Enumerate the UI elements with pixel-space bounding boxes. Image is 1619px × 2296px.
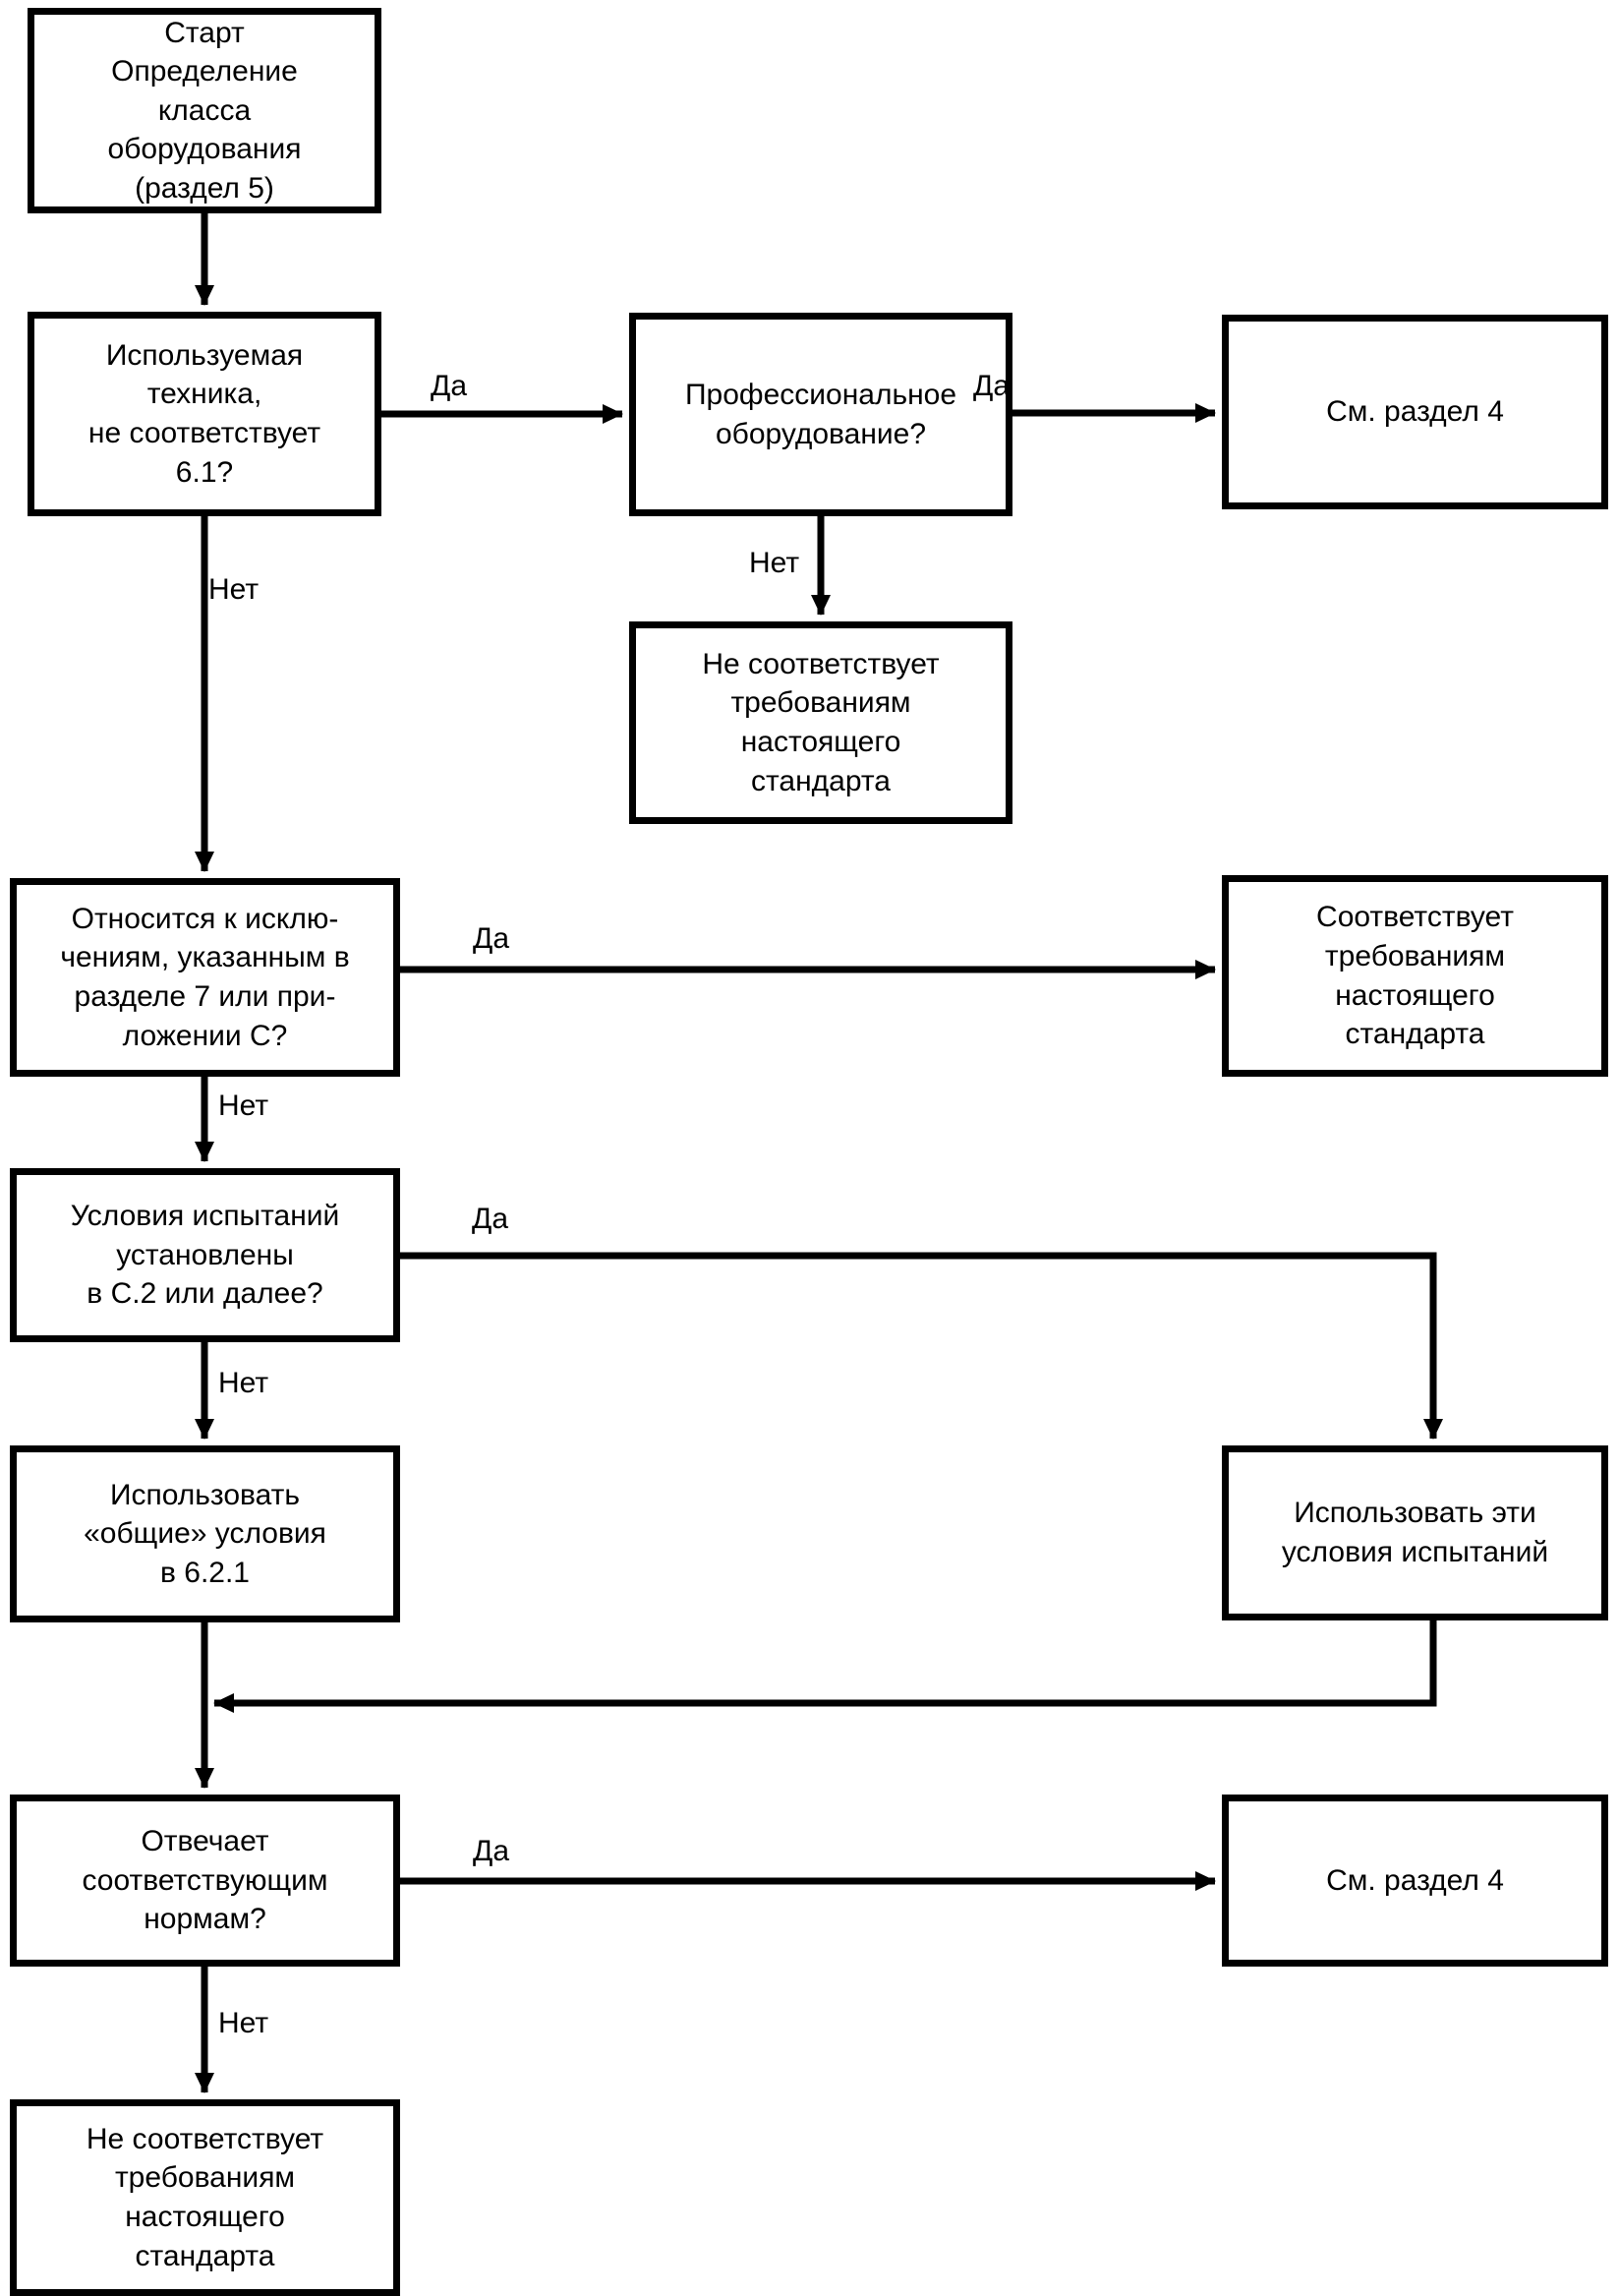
terminal-conform-right[interactable]: Соответствует требованиям настоящего ста… — [1222, 875, 1608, 1077]
edge-technique-yes-to-professional-label: Да — [431, 370, 468, 402]
decision-technique-not-conform-61[interactable]: Используемая техника, не соответствует 6… — [28, 312, 381, 516]
terminal-see-section-4-top[interactable]: См. раздел 4 — [1222, 315, 1608, 509]
start-node[interactable]: Старт Определение класса оборудования (р… — [28, 8, 381, 213]
terminal-not-conform-top[interactable]: Не соответствует требованиям настоящего … — [629, 621, 1012, 824]
edge-technique-no-to-exceptions-label: Нет — [208, 573, 260, 606]
edge-test-conditions-no-to-use-general-label: Нет — [218, 1367, 269, 1399]
edge-exceptions-yes-to-conform-label: Да — [473, 922, 510, 955]
edge-exceptions-no-to-test-conditions-label: Нет — [218, 1089, 269, 1122]
edge-path-group — [195, 213, 1443, 2093]
edge-meets-norms-no-to-not-conform-label: Нет — [218, 2007, 269, 2039]
edge-test-conditions-yes-to-use-these-label: Да — [472, 1203, 509, 1235]
edge-test-conditions-yes-to-use-these — [400, 1252, 1443, 1440]
decision-exceptions-section-7-annex-c[interactable]: Относится к исклю- чениям, указанным в р… — [10, 878, 400, 1077]
edge-professional-no-to-not-conform-label: Нет — [749, 547, 800, 579]
decision-meets-relevant-norms[interactable]: Отвечает соответствующим нормам? — [10, 1795, 400, 1967]
terminal-not-conform-bottom[interactable]: Не соответствует требованиям настоящего … — [10, 2099, 400, 2296]
edge-use-these-to-merge — [213, 1620, 1437, 1713]
edge-meets-norms-yes-to-section4-label: Да — [473, 1835, 510, 1867]
edge-professional-yes-to-section4-label: Да — [973, 370, 1011, 402]
terminal-see-section-4-bottom[interactable]: См. раздел 4 — [1222, 1795, 1608, 1967]
decision-professional-equipment[interactable]: Профессиональное оборудование? — [629, 313, 1012, 516]
decision-test-conditions-c2[interactable]: Условия испытаний установлены в C.2 или … — [10, 1168, 400, 1342]
process-use-these-test-conditions[interactable]: Использовать эти условия испытаний — [1222, 1445, 1608, 1620]
process-use-general-conditions-621[interactable]: Использовать «общие» условия в 6.2.1 — [10, 1445, 400, 1622]
